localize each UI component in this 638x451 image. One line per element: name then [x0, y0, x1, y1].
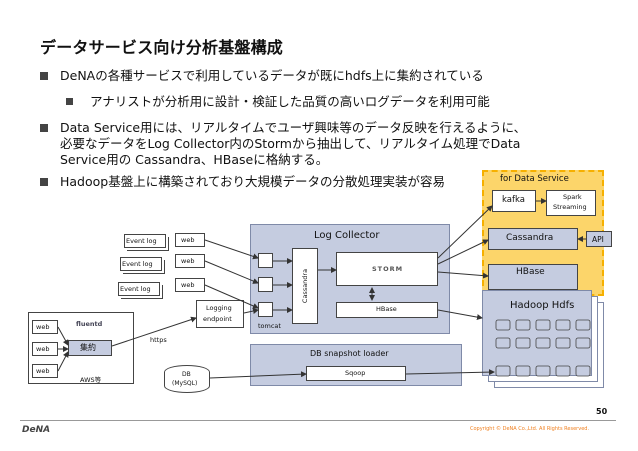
- aggregate-label: 集約: [80, 343, 96, 352]
- storm-logo: STORM: [372, 265, 404, 273]
- logging-endpoint-label-2: endpoint: [203, 315, 232, 323]
- arrow-storm-kafka: [437, 205, 493, 259]
- api-label: API: [592, 235, 604, 244]
- hdfs-disk-icons: [495, 319, 591, 377]
- cassandra-buffer-box: [292, 248, 318, 324]
- arrow-web2-endpoint: [204, 260, 259, 284]
- arrow-sqoop-hdfs: [405, 369, 495, 376]
- collector-hbase-label: HBase: [376, 305, 397, 313]
- event-log-box: [120, 257, 162, 271]
- arrow-storm-cassandra: [437, 239, 489, 265]
- web-label: web: [36, 323, 50, 331]
- arrow-aggregate-endpoint: [111, 316, 197, 347]
- storm-box: [336, 252, 438, 286]
- tomcat-label: tomcat: [258, 322, 281, 330]
- page-title: データサービス向け分析基盤構成: [40, 38, 284, 57]
- event-log-box: [118, 282, 160, 296]
- web-server-box: [175, 233, 205, 247]
- event-log-label: Event log: [122, 260, 153, 268]
- cassandra-ds-label: Cassandra: [506, 233, 554, 243]
- bullet-marker: [40, 178, 48, 186]
- bullet-marker: [40, 124, 48, 132]
- hbase-ds-label: HBase: [516, 267, 545, 277]
- db-label-2: (MySQL): [172, 380, 198, 387]
- page-number: 50: [596, 407, 608, 416]
- web-label: web: [36, 345, 50, 353]
- hadoop-hdfs-label: Hadoop Hdfs: [510, 300, 575, 311]
- aws-web-box: [32, 342, 58, 356]
- fluentd-logo: fluentd: [76, 320, 103, 328]
- hadoop-hdfs-box: [482, 290, 592, 376]
- kafka-box: [492, 190, 536, 212]
- endpoint-square: [258, 277, 273, 292]
- logging-endpoint-box: [196, 300, 244, 328]
- db-snapshot-loader-label: DB snapshot loader: [310, 349, 389, 358]
- logging-endpoint-label-1: Logging: [206, 304, 232, 312]
- log-collector-label: Log Collector: [314, 230, 380, 241]
- bullet-1-sub: アナリストが分析用に設計・検証した品質の高いログデータを利用可能: [90, 94, 490, 109]
- aws-label: AWS等: [80, 376, 102, 384]
- arrow-logging-endpoint: [243, 308, 259, 314]
- arrow-storm-hbase: [437, 271, 489, 279]
- footer-divider: [20, 420, 616, 421]
- spark-label-1: Spark: [563, 193, 582, 201]
- api-box: [586, 231, 612, 247]
- event-log-box: [124, 234, 166, 248]
- event-log-label: Event log: [120, 285, 151, 293]
- web-label: web: [181, 281, 195, 289]
- endpoint-square: [258, 253, 273, 268]
- dena-logo: DeNA: [22, 425, 51, 435]
- hbase-ds-box: [488, 264, 578, 290]
- arrow-web3-endpoint: [204, 284, 259, 309]
- bullet-3: Hadoop基盤上に構築されており大規模データの分散処理実装が容易: [60, 174, 445, 189]
- web-server-box: [175, 278, 205, 292]
- kafka-label: kafka: [502, 195, 525, 205]
- https-label: https: [150, 336, 167, 344]
- mysql-db-icon: [164, 365, 210, 393]
- arrow-web1-endpoint: [204, 239, 259, 260]
- copyright-text: Copyright © DeNA Co.,Ltd. All Rights Res…: [470, 426, 590, 432]
- arrow-db-sqoop: [209, 371, 307, 379]
- web-label: web: [36, 367, 50, 375]
- web-label: web: [181, 236, 195, 244]
- collector-hbase-box: [336, 302, 438, 318]
- db-label-1: DB: [182, 371, 191, 378]
- spark-label-2: Streaming: [553, 203, 587, 211]
- data-service-label: for Data Service: [500, 174, 569, 184]
- bullet-2-line2: 必要なデータをLog Collector内のStormから抽出して、リアルタイム…: [60, 136, 521, 151]
- bullet-1: DeNAの各種サービスで利用しているデータが既にhdfs上に集約されている: [60, 68, 484, 83]
- bullet-marker: [40, 72, 48, 80]
- aws-web-box: [32, 320, 58, 334]
- web-server-box: [175, 254, 205, 268]
- bullet-2-line1: Data Service用には、リアルタイムでユーザ興味等のデータ反映を行えるよ…: [60, 120, 527, 135]
- aws-web-box: [32, 364, 58, 378]
- event-log-label: Event log: [126, 237, 157, 245]
- sqoop-label: Sqoop: [345, 369, 366, 377]
- bullet-2-line3: Service用の Cassandra、HBaseに格納する。: [60, 152, 329, 167]
- arrow-hbase-hdfs: [437, 309, 483, 321]
- web-label: web: [181, 257, 195, 265]
- sub-bullet-marker: [66, 98, 73, 105]
